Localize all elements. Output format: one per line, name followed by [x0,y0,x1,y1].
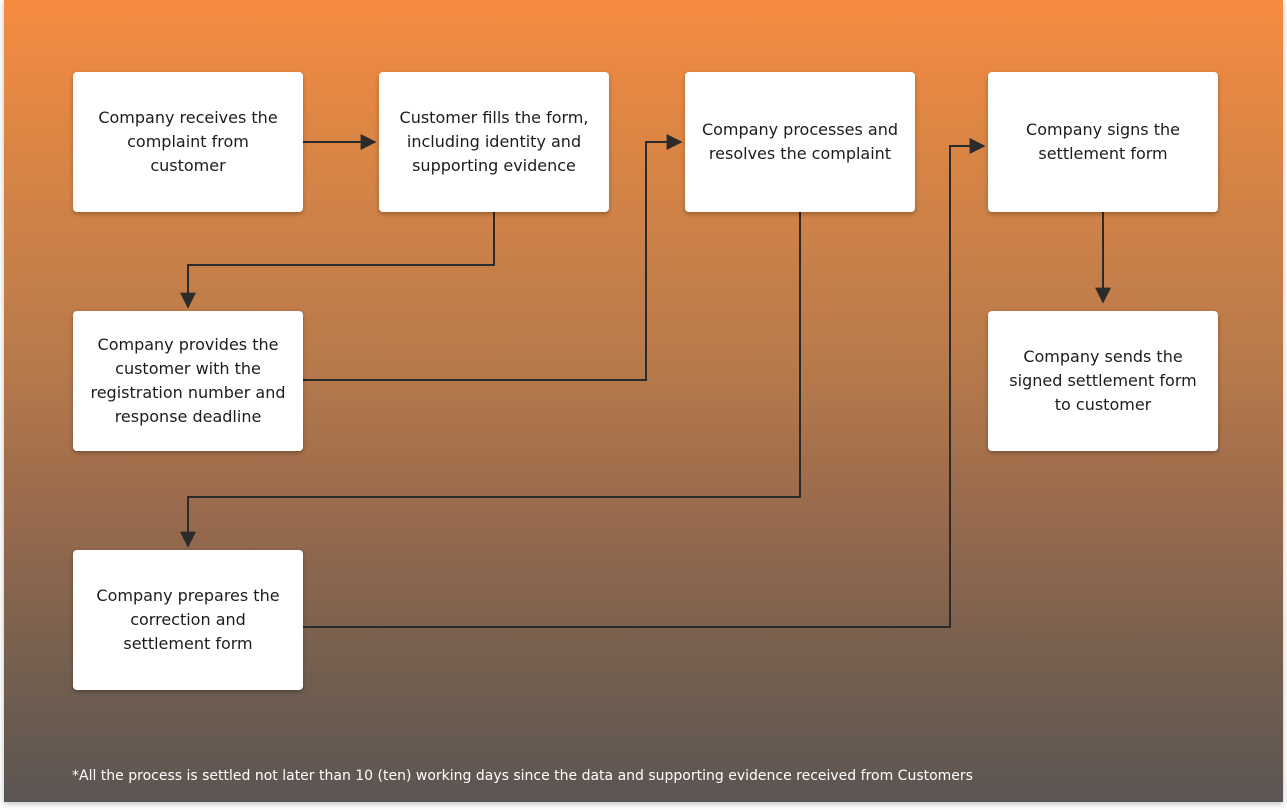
arrow-provide-number-to-process [303,134,683,381]
node-provide-registration: Company provides the customer with the r… [73,311,303,451]
node-provide-registration-label: Company provides the customer with the r… [90,335,286,426]
node-process-complaint: Company processes and resolves the compl… [685,72,915,212]
node-send-signed-form: Company sends the signed settlement form… [988,311,1218,451]
node-sign-settlement-label: Company signs the settlement form [1026,120,1180,163]
arrow-prepare-form-to-sign [303,138,986,628]
node-prepare-settlement: Company prepares the correction and sett… [73,550,303,690]
node-sign-settlement: Company signs the settlement form [988,72,1218,212]
node-customer-fills-form-label: Customer fills the form, including ident… [399,108,589,175]
arrow-process-to-prepare-form [180,212,801,548]
node-receive-complaint: Company receives the complaint from cust… [73,72,303,212]
node-receive-complaint-label: Company receives the complaint from cust… [98,108,278,175]
arrow-fill-form-to-provide-number [180,212,495,309]
node-send-signed-form-label: Company sends the signed settlement form… [1009,347,1197,414]
node-prepare-settlement-label: Company prepares the correction and sett… [96,586,280,653]
node-process-complaint-label: Company processes and resolves the compl… [701,120,899,163]
node-customer-fills-form: Customer fills the form, including ident… [379,72,609,212]
footnote: *All the process is settled not later th… [72,768,973,784]
